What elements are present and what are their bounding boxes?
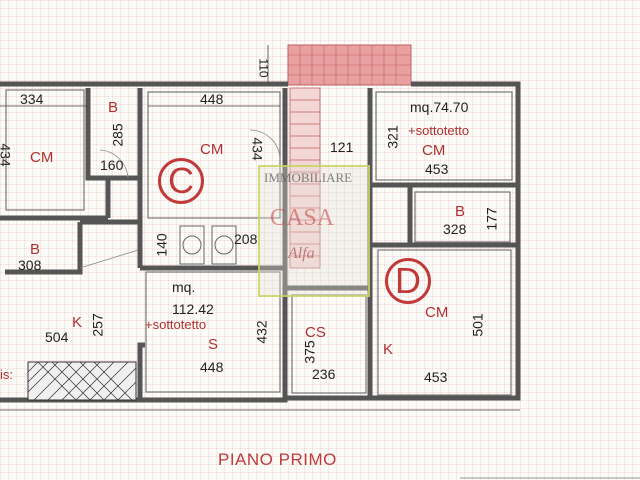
room-cm-2: CM <box>200 141 224 158</box>
dim-160: 160 <box>100 157 124 173</box>
area-c-value: 112.42 <box>172 301 214 317</box>
dim-140: 140 <box>153 233 170 257</box>
balcony-hatch <box>27 361 137 401</box>
room-b-3: B <box>455 203 466 220</box>
room-cm-1: CM <box>30 149 54 166</box>
dim-453-bottom: 453 <box>424 369 448 385</box>
dim-501: 501 <box>469 313 486 337</box>
dimension-lines <box>0 45 520 411</box>
dim-321: 321 <box>384 125 401 149</box>
dim-434-left: 434 <box>0 143 14 167</box>
stair <box>289 87 321 269</box>
dim-328: 328 <box>443 221 467 237</box>
dim-448-top: 448 <box>200 91 224 107</box>
dim-434-right: 434 <box>249 137 266 161</box>
dim-453-top: 453 <box>425 161 449 177</box>
room-k-1: K <box>72 314 83 331</box>
area-c-mq: mq. <box>172 279 196 295</box>
area-c-sottotetto: +sottotetto <box>145 317 207 332</box>
dim-285: 285 <box>109 123 126 147</box>
boiler-units <box>179 225 237 265</box>
dim-236: 236 <box>312 366 336 382</box>
dim-121: 121 <box>330 139 354 155</box>
dim-504: 504 <box>45 329 69 345</box>
dim-375: 375 <box>301 340 318 364</box>
room-s: S <box>208 336 219 353</box>
dim-257: 257 <box>89 313 106 337</box>
walls <box>0 81 521 403</box>
area-d-line: mq.74.70 <box>410 99 469 115</box>
area-d-sottotetto: +sottotetto <box>408 123 470 138</box>
door-swings <box>79 129 281 269</box>
watermark-bottom: Alfa <box>288 245 315 262</box>
dim-432: 432 <box>253 320 270 344</box>
watermark-top: IMMOBILIARE <box>264 170 353 185</box>
watermark-middle: CASA <box>270 205 335 231</box>
room-cm-4: CM <box>425 304 449 321</box>
room-b-2: B <box>30 241 41 258</box>
room-b-1: B <box>108 99 119 116</box>
room-k-2: K <box>383 341 394 358</box>
dim-308: 308 <box>18 257 42 273</box>
plan-title: PIANO PRIMO <box>218 450 337 469</box>
dim-110: 110 <box>256 58 271 78</box>
dim-177: 177 <box>483 207 500 231</box>
unit-d-marker: D <box>385 258 431 304</box>
partial-label: is: <box>0 367 13 382</box>
watermark-logo: IMMOBILIARE CASA Alfa <box>258 165 370 297</box>
room-cm-3: CM <box>422 142 446 159</box>
room-cs: CS <box>305 324 326 341</box>
dim-208: 208 <box>234 231 258 247</box>
dim-448-bottom: 448 <box>200 359 224 375</box>
dim-334: 334 <box>20 91 44 107</box>
unit-c-marker: C <box>158 158 204 204</box>
